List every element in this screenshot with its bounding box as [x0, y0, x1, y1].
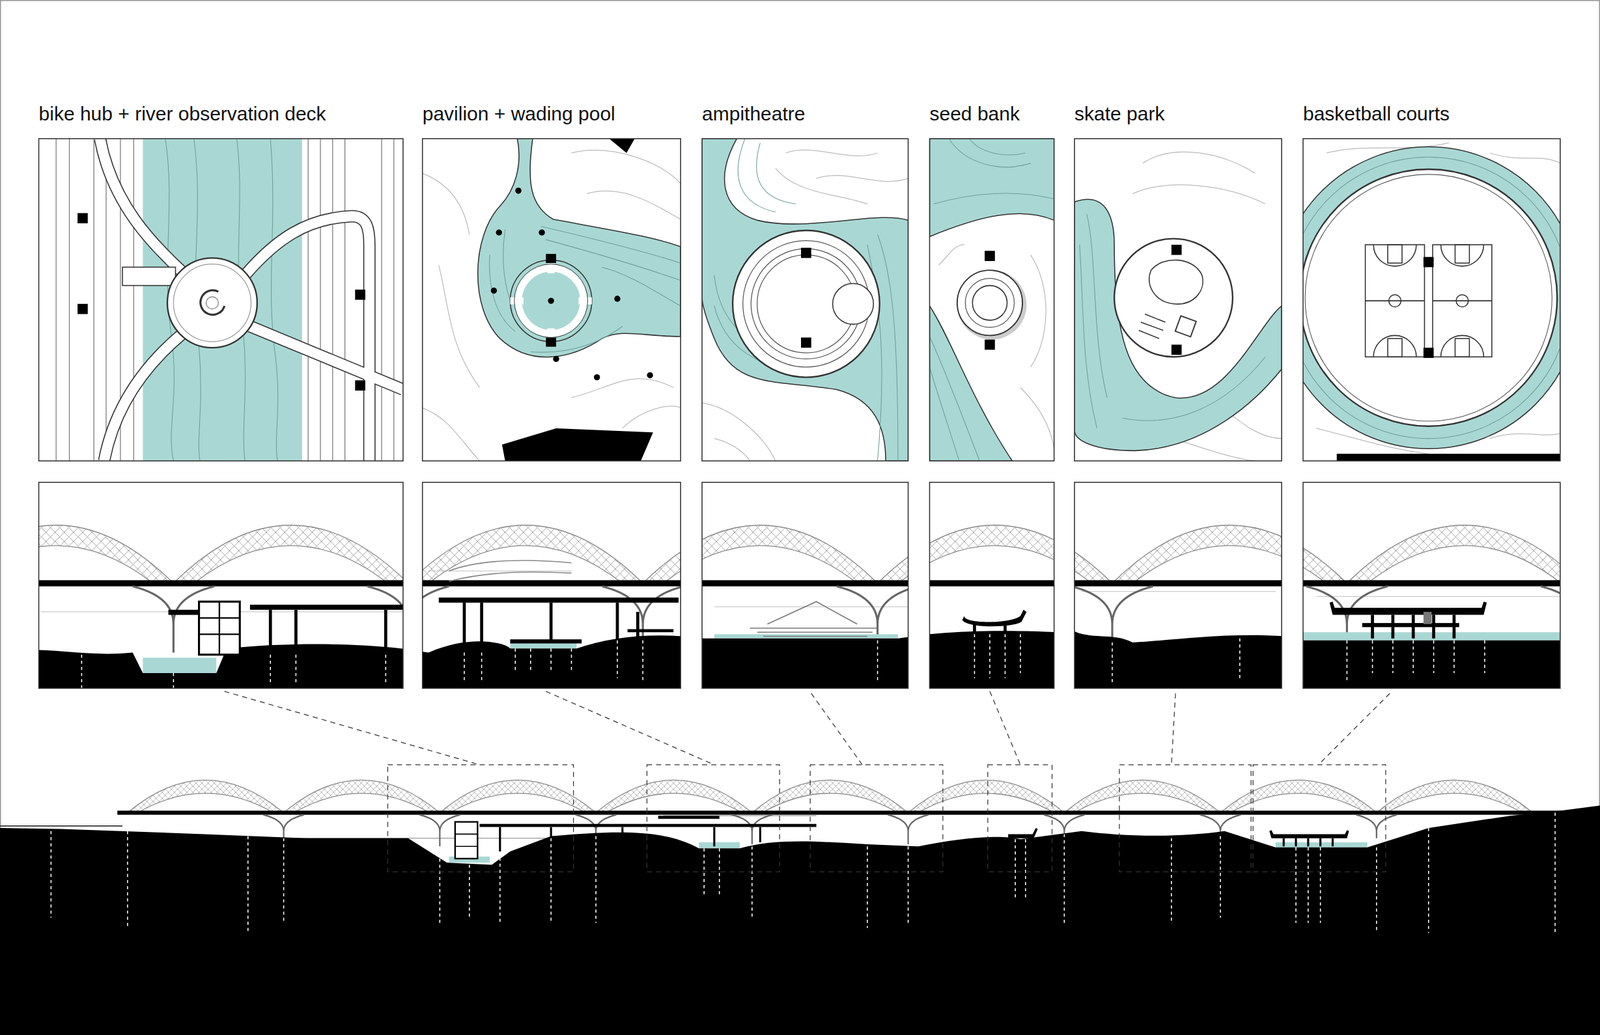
panel-heading: skate park: [1074, 102, 1165, 126]
plan-panel: seed bank: [929, 102, 1055, 462]
plan-panel: skate park: [1074, 102, 1282, 462]
plan-panel: ampitheatre: [701, 102, 909, 462]
plan-panel: basketball courts: [1303, 102, 1561, 462]
plan-panel: pavilion + wading pool: [422, 102, 681, 462]
panel-heading: pavilion + wading pool: [422, 102, 616, 126]
panel-heading: basketball courts: [1303, 102, 1450, 126]
plan-panel: bike hub + river observation deck: [39, 102, 404, 462]
panel-heading: bike hub + river observation deck: [39, 102, 327, 126]
panel-heading: ampitheatre: [701, 102, 805, 126]
panel-heading: seed bank: [929, 102, 1020, 126]
